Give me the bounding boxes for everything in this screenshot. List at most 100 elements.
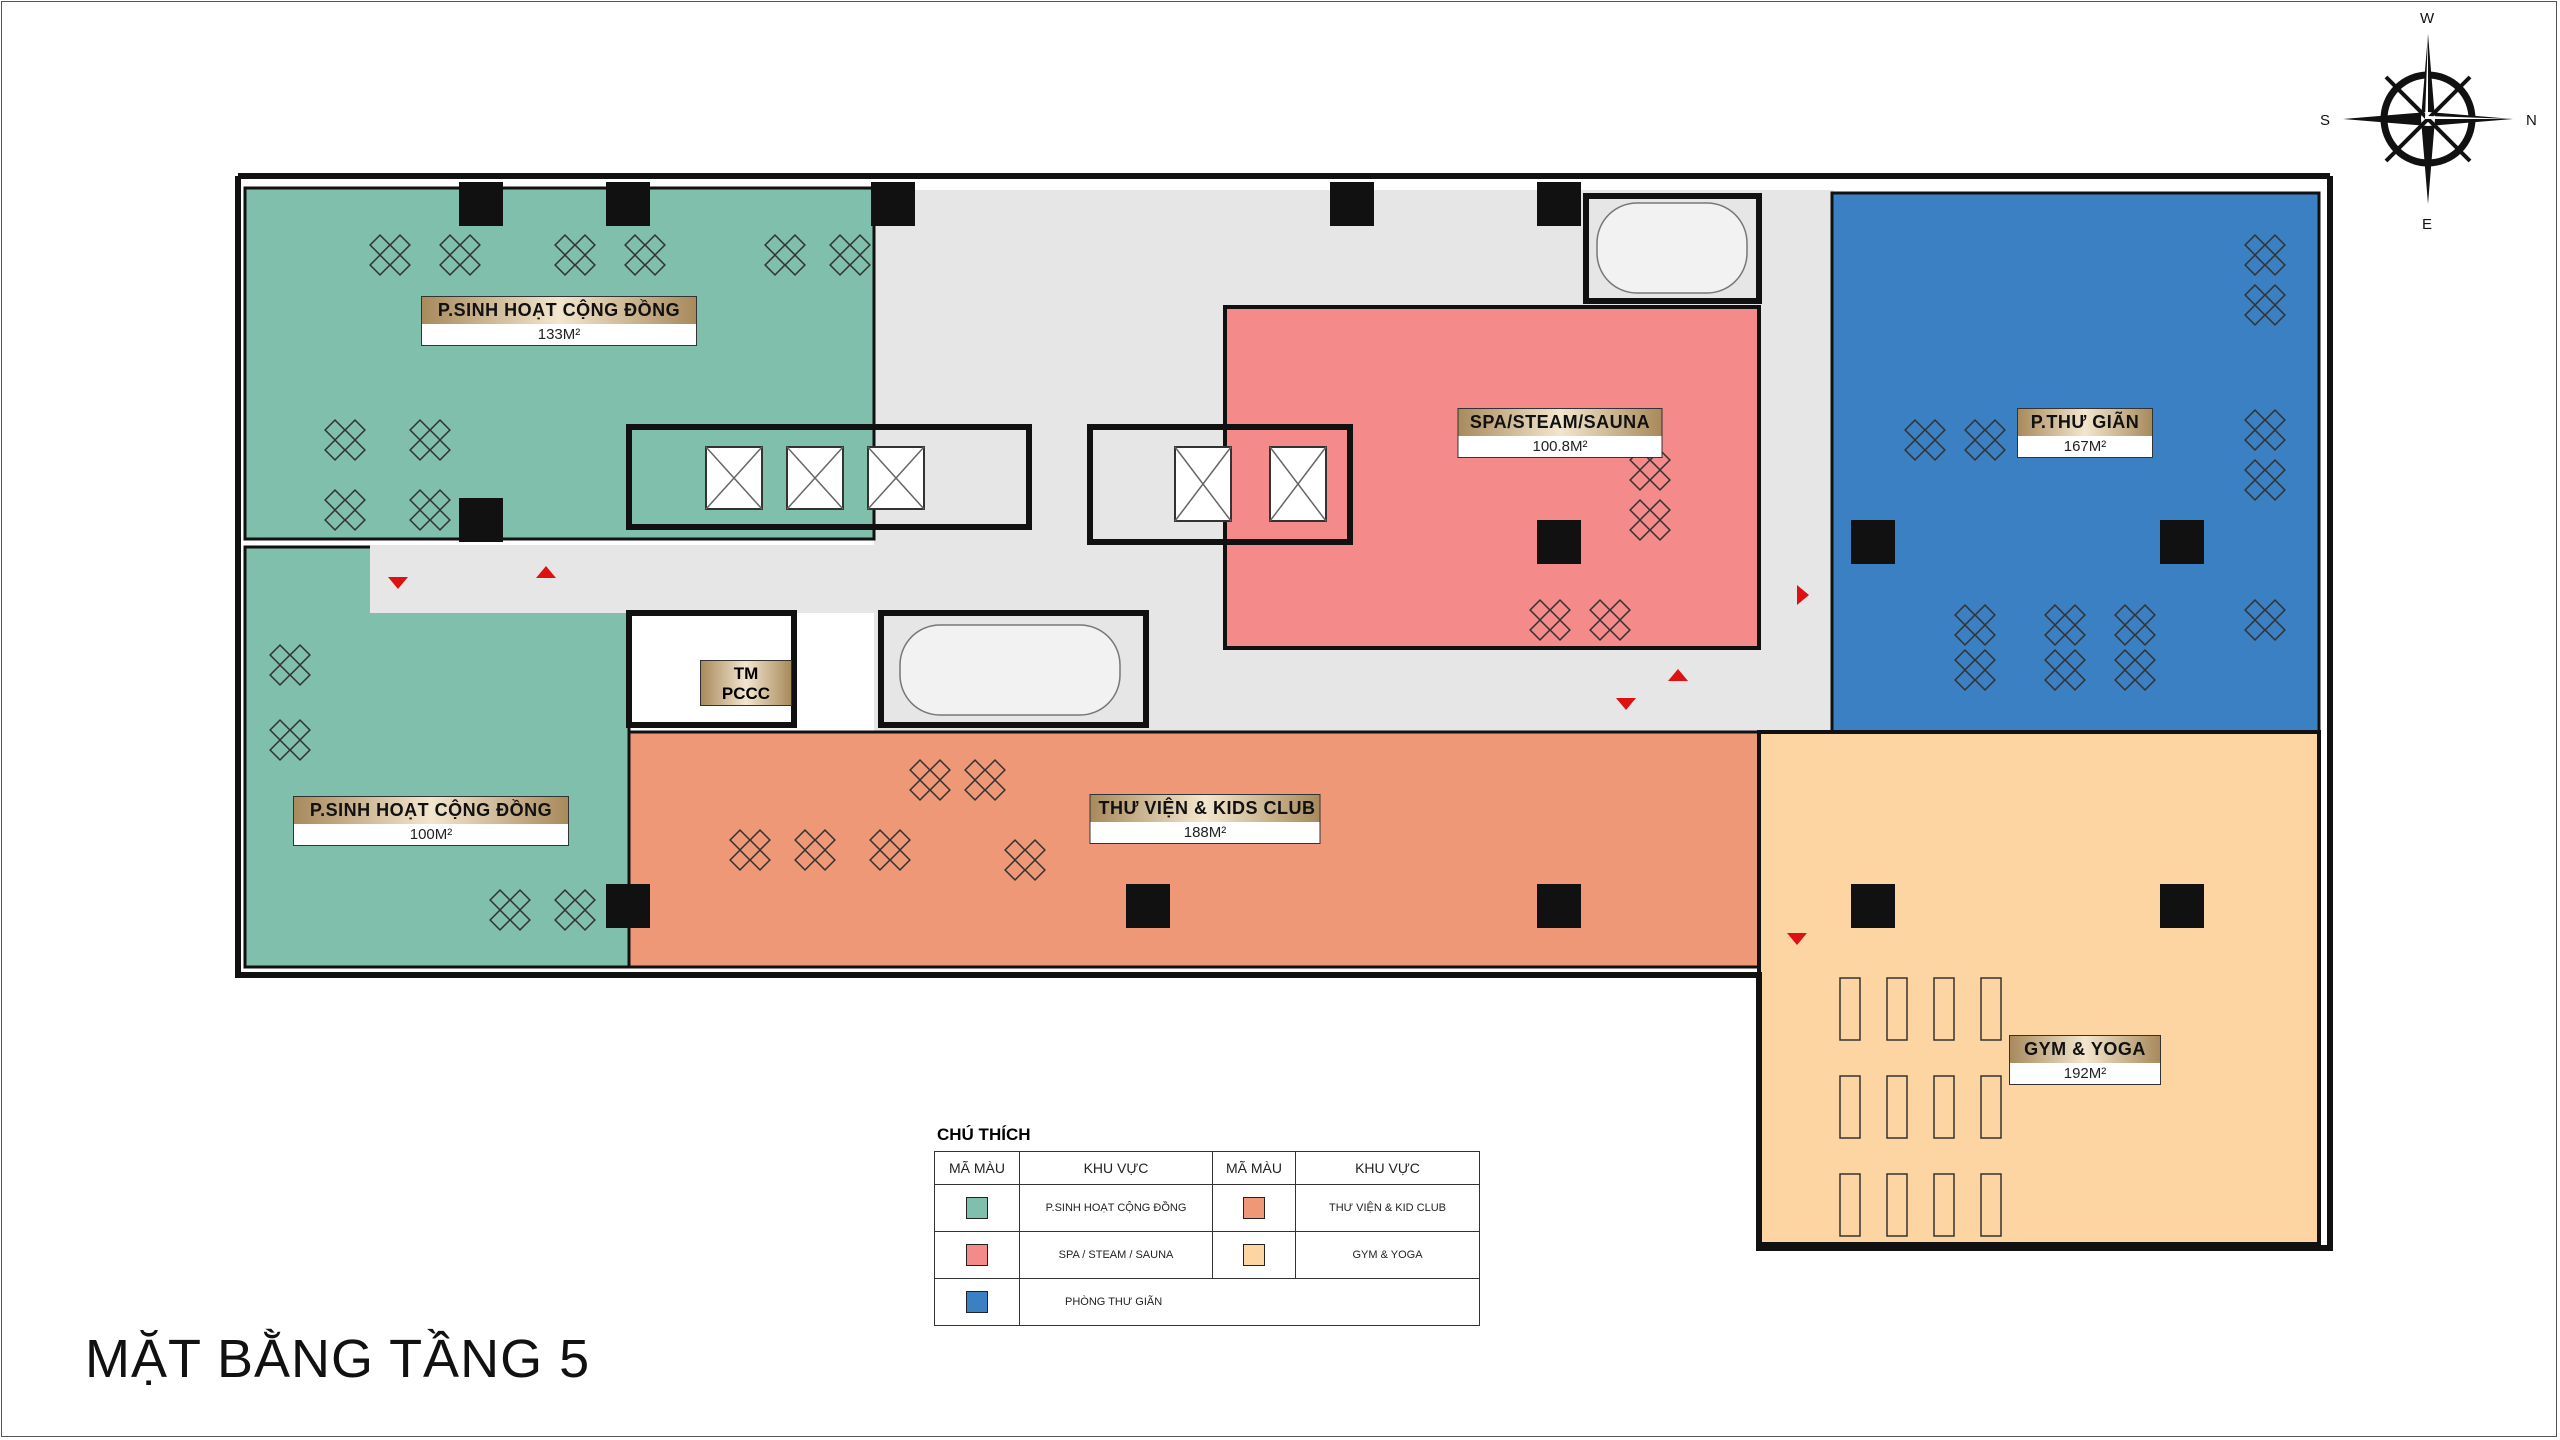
chair	[964, 779, 986, 801]
chair	[554, 909, 576, 931]
chair	[1924, 419, 1946, 441]
chair	[2264, 599, 2286, 621]
chair	[624, 234, 646, 256]
room-community-2	[243, 545, 631, 969]
chair	[1629, 469, 1651, 491]
room-area: 192M²	[2063, 1065, 2107, 1082]
column	[1126, 884, 1170, 928]
room-relax	[1830, 191, 2321, 734]
chair	[2134, 604, 2156, 626]
chair	[324, 489, 346, 511]
column	[1537, 182, 1581, 226]
corridor	[370, 545, 1170, 613]
chair	[574, 889, 596, 911]
room-name: SPA/STEAM/SAUNA	[1458, 409, 1662, 436]
chair	[574, 254, 596, 276]
chair	[2264, 409, 2286, 431]
chair	[2244, 234, 2266, 256]
yoga-mat	[1839, 977, 1861, 1041]
chair	[1954, 669, 1976, 691]
chair	[2044, 649, 2066, 671]
chair	[429, 439, 451, 461]
chair	[324, 509, 346, 531]
compass-w: W	[2420, 10, 2435, 27]
chair	[869, 829, 891, 851]
chair	[269, 719, 291, 741]
chair	[1964, 419, 1986, 441]
chair	[729, 849, 751, 871]
chair	[2264, 619, 2286, 641]
chair	[409, 489, 431, 511]
chair	[1649, 469, 1671, 491]
chair	[344, 439, 366, 461]
column	[459, 182, 503, 226]
pccc-line2: PCCC	[721, 684, 771, 703]
chair	[2264, 284, 2286, 306]
chair	[2264, 459, 2286, 481]
chair	[2244, 429, 2266, 451]
chair	[409, 509, 431, 531]
legend-header-area: KHU VỰC	[1019, 1151, 1213, 1185]
chair	[439, 254, 461, 276]
chair	[829, 234, 851, 256]
legend-header-area: KHU VỰC	[1295, 1151, 1480, 1185]
chair	[889, 849, 911, 871]
outer-wall	[235, 173, 2333, 1251]
label-relax: P.THƯ GIÃN 167M²	[2017, 408, 2153, 458]
chair	[2264, 234, 2286, 256]
column	[606, 884, 650, 928]
chair	[2244, 619, 2266, 641]
legend-swatch	[966, 1197, 988, 1219]
chair	[1649, 499, 1671, 521]
chair	[2244, 304, 2266, 326]
chair	[1974, 624, 1996, 646]
chair	[459, 254, 481, 276]
chair	[644, 234, 666, 256]
legend-swatch	[1243, 1197, 1265, 1219]
room-gym	[1757, 730, 2321, 1246]
column	[606, 182, 650, 226]
chair	[929, 759, 951, 781]
chair	[269, 664, 291, 686]
chair	[429, 489, 451, 511]
yoga-mat	[1980, 1173, 2002, 1237]
legend-title: CHÚ THÍCH	[937, 1125, 1031, 1144]
yoga-mat	[1886, 1173, 1908, 1237]
chair	[1529, 599, 1551, 621]
chair	[554, 234, 576, 256]
chair	[289, 644, 311, 666]
legend-label: PHÒNG THƯ GIÃN	[1019, 1278, 1480, 1326]
room-name: GYM & YOGA	[2010, 1036, 2160, 1063]
stairs	[899, 202, 1748, 716]
chair	[2244, 599, 2266, 621]
chair	[729, 829, 751, 851]
chair	[1609, 619, 1631, 641]
column	[459, 498, 503, 542]
chair	[984, 759, 1006, 781]
chair	[749, 849, 771, 871]
chair	[1024, 859, 1046, 881]
column	[871, 182, 915, 226]
chair	[889, 829, 911, 851]
chair	[2114, 649, 2136, 671]
chair	[2044, 604, 2066, 626]
exit-arrows	[388, 566, 1809, 945]
page-title: MẶT BẰNG TẦNG 5	[85, 1329, 591, 1389]
chair	[1549, 599, 1571, 621]
chair	[509, 889, 531, 911]
chair	[2064, 604, 2086, 626]
label-community-1: P.SINH HOẠT CỘNG ĐỒNG 133M²	[421, 296, 697, 346]
yoga-mat	[1933, 977, 1955, 1041]
chair	[909, 779, 931, 801]
legend-label: P.SINH HOẠT CỘNG ĐỒNG	[1019, 1184, 1213, 1232]
chair	[1964, 439, 1986, 461]
chair	[644, 254, 666, 276]
chair	[2064, 649, 2086, 671]
yoga-mat	[1886, 1075, 1908, 1139]
chair	[869, 849, 891, 871]
chair	[369, 234, 391, 256]
chair	[794, 829, 816, 851]
chair	[909, 759, 931, 781]
chair	[429, 419, 451, 441]
